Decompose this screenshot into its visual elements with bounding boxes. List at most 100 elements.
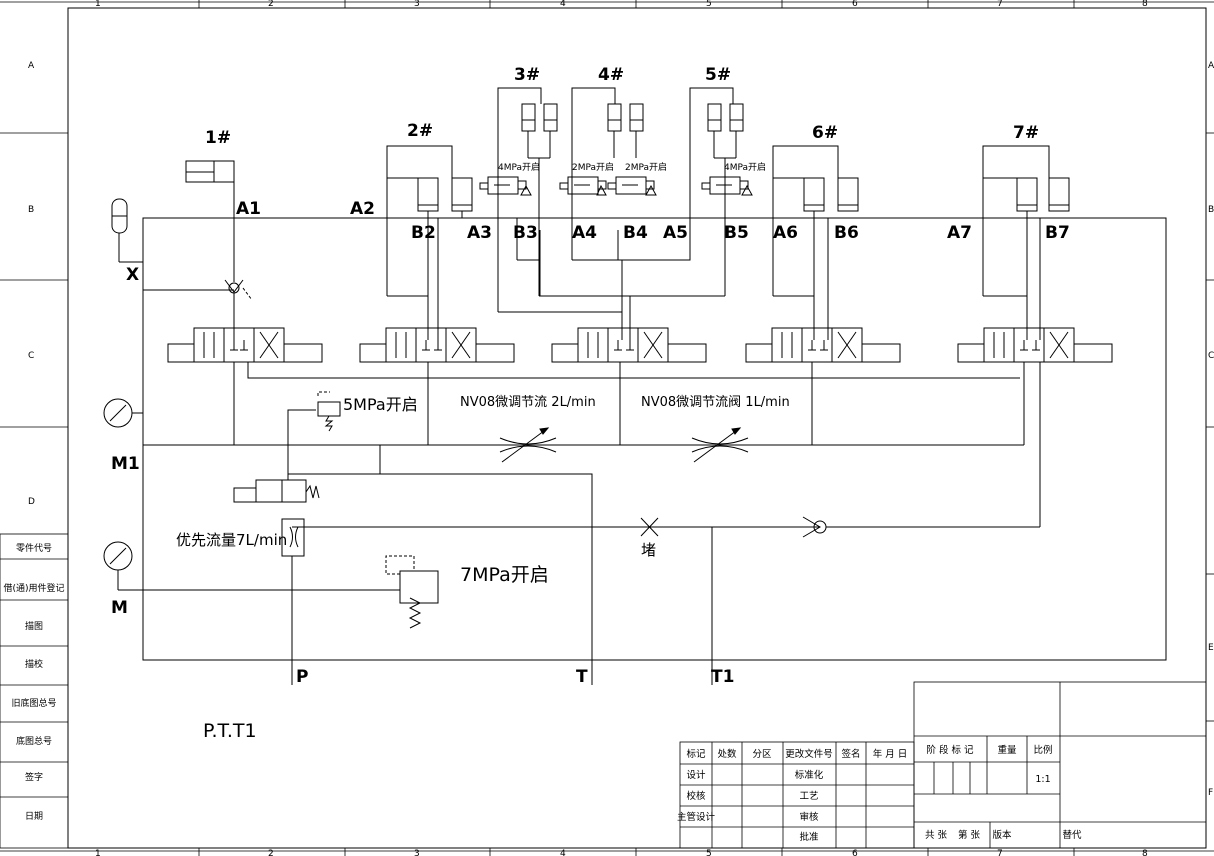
row-label: B (28, 205, 34, 215)
sequence-valve-5 (701, 176, 753, 196)
row-label: B (1208, 205, 1214, 215)
tb-approve: 批准 (799, 831, 819, 843)
port-t1: T1 (711, 667, 734, 687)
relief-valve-5mpa (317, 391, 341, 432)
port-b2: B2 (411, 223, 436, 243)
row-label: D (28, 497, 35, 507)
sequence-valve-5-setting: 4MPa开启 (724, 161, 766, 173)
col-label: 6 (852, 0, 858, 9)
tb-sheet-number: 第 张 (958, 829, 981, 841)
tb-header-mark: 标记 (686, 748, 706, 760)
tb-header-change-doc: 更改文件号 (785, 748, 833, 760)
port-m1: M1 (111, 454, 140, 474)
throttle-valve-1l-label: NV08微调节流阀 1L/min (641, 395, 790, 410)
cylinder-6-label: 6# (812, 123, 838, 143)
row-label: C (28, 351, 34, 361)
strip-old-base-number: 旧底图总号 (11, 697, 56, 709)
port-a3: A3 (467, 223, 492, 243)
col-label: 1 (95, 0, 101, 9)
col-label: 2 (268, 849, 274, 856)
tb-check: 校核 (686, 790, 706, 802)
port-a5: A5 (663, 223, 688, 243)
port-m: M (111, 598, 128, 618)
tb-chief-design: 主管设计 (677, 811, 716, 823)
cylinder-3-label: 3# (514, 65, 540, 85)
throttle-valve-2l (499, 427, 557, 463)
row-label: A (1208, 61, 1214, 71)
left-register-strip: 零件代号 借(通)用件登记 描图 描校 旧底图总号 底图总号 签字 日期 (0, 533, 69, 849)
tb-header-zone: 分区 (752, 749, 772, 760)
col-label: 4 (560, 849, 566, 856)
port-note: P.T.T1 (203, 720, 257, 742)
pressure-gauge-m (103, 541, 143, 591)
check-valve-return (802, 516, 1040, 538)
tb-header-date: 年 月 日 (873, 748, 908, 760)
col-label: 4 (560, 0, 566, 9)
solenoid-selector-valve (233, 474, 320, 503)
directional-valve-2 (359, 327, 515, 445)
tb-design: 设计 (686, 769, 706, 781)
directional-valve-3 (551, 327, 707, 445)
sequence-valve-4b-setting: 2MPa开启 (625, 161, 667, 173)
tb-header-count: 处数 (717, 748, 737, 760)
relief-valve-7mpa-label: 7MPa开启 (460, 564, 549, 586)
port-b7: B7 (1045, 223, 1070, 243)
throttle-valve-1l (691, 427, 749, 463)
row-label: C (1208, 351, 1214, 361)
tb-process: 工艺 (799, 791, 818, 802)
strip-borrow-register: 借(通)用件登记 (3, 582, 64, 594)
directional-valve-5 (957, 327, 1113, 527)
port-x: X (126, 265, 139, 285)
col-label: 7 (997, 0, 1003, 9)
directional-valve-1 (167, 327, 426, 445)
plug-point (640, 517, 659, 537)
port-a6: A6 (773, 223, 798, 243)
pilot-check-valve-a1 (224, 279, 253, 340)
row-label: A (28, 61, 35, 71)
tb-scale-label: 比例 (1033, 744, 1052, 756)
relief-valve-5mpa-label: 5MPa开启 (343, 395, 418, 414)
tb-scale-value: 1:1 (1035, 774, 1050, 785)
port-a7: A7 (947, 223, 972, 243)
priority-flow-label: 优先流量7L/min (176, 531, 287, 549)
accumulator (111, 198, 143, 263)
cylinder-7-label: 7# (1013, 123, 1039, 143)
circuit-lines-3-4-5 (497, 218, 725, 340)
tb-total-sheets: 共 张 (925, 830, 948, 841)
port-a4: A4 (572, 223, 597, 243)
strip-signature: 签字 (25, 771, 43, 783)
col-label: 8 (1142, 0, 1148, 9)
manifold-block-outline (142, 217, 1167, 661)
col-label: 7 (997, 849, 1003, 856)
port-b6: B6 (834, 223, 859, 243)
directional-valve-4 (745, 327, 901, 445)
cylinder-5-label: 5# (705, 65, 731, 85)
row-label: F (1208, 788, 1213, 798)
port-a2: A2 (350, 199, 375, 219)
port-b3: B3 (513, 223, 538, 243)
strip-part-code: 零件代号 (16, 542, 52, 554)
sequence-valve-4b (607, 176, 657, 196)
port-a1: A1 (236, 199, 261, 219)
relief-valve-7mpa (385, 555, 439, 629)
cylinder-4 (571, 87, 644, 230)
port-p: P (296, 667, 308, 687)
cylinder-1-label: 1# (205, 128, 231, 148)
tb-header-sign: 签名 (841, 748, 860, 760)
port-b5: B5 (724, 223, 749, 243)
throttle-valve-2l-label: NV08微调节流 2L/min (460, 395, 596, 410)
col-label: 5 (706, 0, 712, 9)
cylinder-5 (689, 87, 744, 296)
cylinder-7 (982, 145, 1070, 340)
cylinder-3 (497, 87, 558, 296)
col-label: 8 (1142, 849, 1148, 856)
pressure-gauge-m1 (103, 398, 143, 428)
col-label: 2 (268, 0, 274, 9)
col-label: 3 (414, 0, 420, 9)
row-label: E (1208, 643, 1214, 653)
cylinder-2-label: 2# (407, 121, 433, 141)
cylinder-6 (772, 145, 859, 340)
sequence-valve-4a-setting: 2MPa开启 (572, 161, 614, 173)
